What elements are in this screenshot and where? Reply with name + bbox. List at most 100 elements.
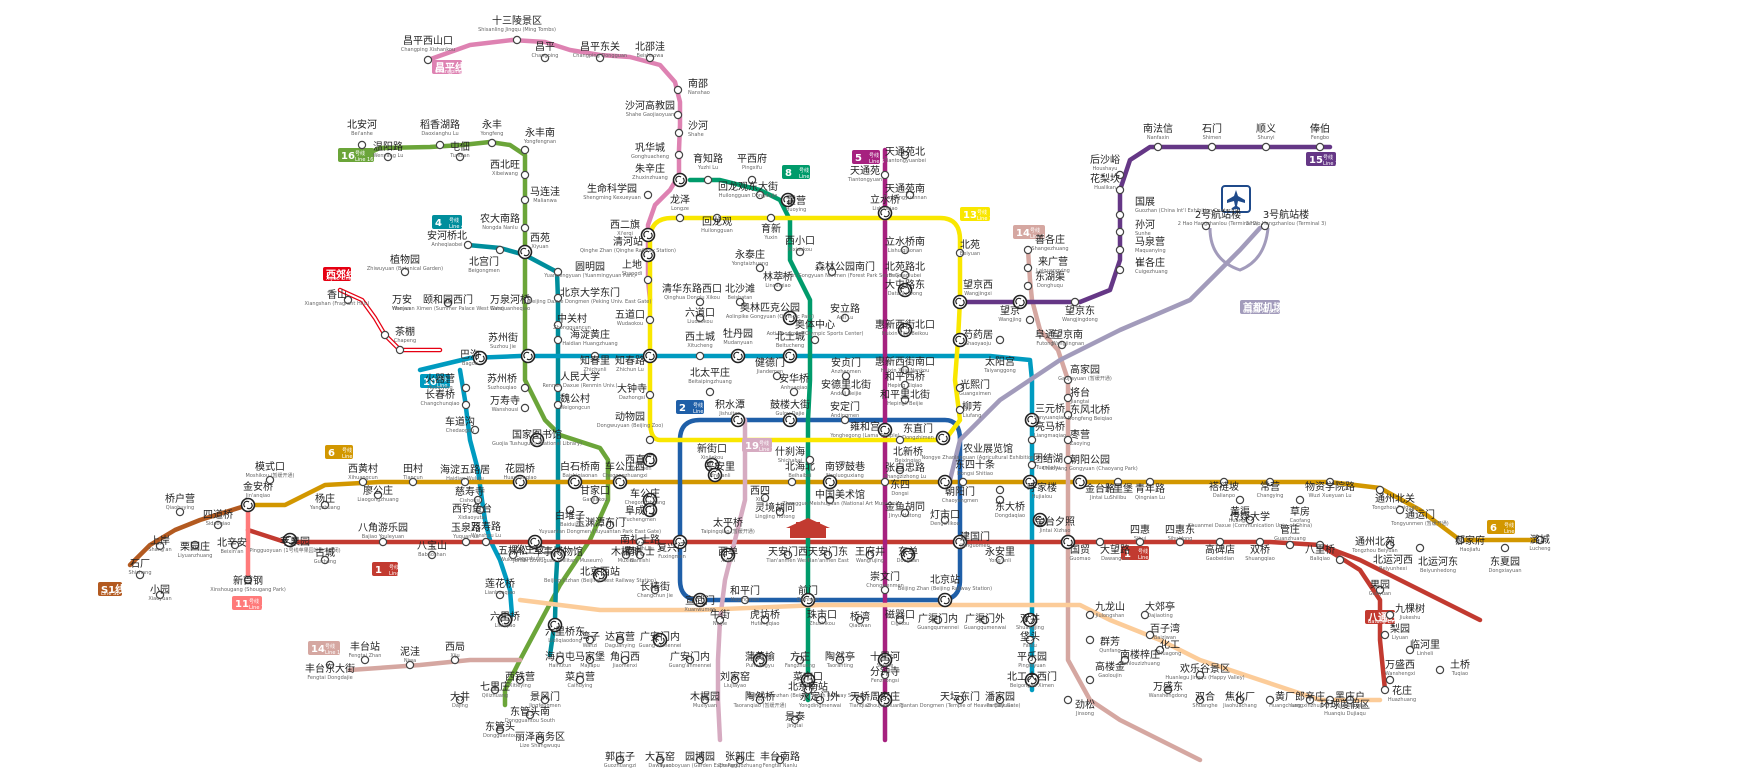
- station[interactable]: 清河站Qinghe Zhan (Qinghe Railway Station): [580, 235, 676, 263]
- station[interactable]: 高碑店Gaobeidian: [1205, 537, 1235, 562]
- station[interactable]: 六里桥东Liuliqiaodong: [545, 617, 585, 645]
- station[interactable]: 北邵洼Beishaowa: [635, 40, 665, 63]
- station[interactable]: 传媒大学Chuanmei Daxue (Communication Univ. …: [1188, 510, 1312, 529]
- station[interactable]: 知春路Zhichun Lu: [615, 348, 658, 374]
- station[interactable]: 健德门Jiandemen: [755, 356, 785, 381]
- station[interactable]: 回龙观Huilongguan: [701, 213, 733, 234]
- station[interactable]: 西小口Xixiaokou: [785, 235, 815, 257]
- station[interactable]: 永安里Yong'anli: [985, 545, 1015, 565]
- station[interactable]: 东单Dongdan: [897, 545, 920, 564]
- station[interactable]: 桥湾Qiaowan: [849, 610, 871, 629]
- station[interactable]: 灯市口Dengshikou: [930, 508, 960, 527]
- station[interactable]: 太阳宫Taiyanggong: [983, 335, 1016, 374]
- station[interactable]: 石门Shimen: [1202, 122, 1222, 152]
- station[interactable]: 龙泽Longze: [670, 193, 690, 223]
- station[interactable]: 北苑Beiyuan: [955, 238, 980, 258]
- station[interactable]: 黄渠Huangqu: [1229, 495, 1252, 524]
- station[interactable]: 古城Gucheng: [314, 546, 336, 565]
- station[interactable]: 北运河东Beiyunhedong: [1415, 543, 1458, 574]
- station[interactable]: 西钓鱼台Xidiaoyutai: [452, 502, 492, 521]
- station[interactable]: 临河里Linheli: [1405, 638, 1440, 657]
- station[interactable]: 南楼梓庄Nanlouzizhuang: [1120, 648, 1160, 667]
- station[interactable]: 四惠Sihui: [1130, 523, 1150, 547]
- station[interactable]: 天通苑南Tiantongyuannan: [882, 182, 927, 201]
- station[interactable]: 南邵Nanshao: [673, 77, 710, 96]
- station[interactable]: 果园Guoyuan: [1369, 579, 1391, 597]
- station[interactable]: 菜户营Caihuying: [565, 670, 595, 689]
- station[interactable]: 金鱼胡同Jinyu Hutong: [885, 500, 925, 519]
- station[interactable]: 马泉营Maquanying: [1115, 235, 1166, 255]
- station[interactable]: 车道沟Chedaogou: [445, 415, 480, 435]
- station[interactable]: 西北旺Xibeiwang: [490, 159, 530, 180]
- station[interactable]: 宣武门Xuanwumen: [684, 592, 716, 614]
- station[interactable]: 北工大西门Beigongda Ximen: [1007, 670, 1057, 689]
- station[interactable]: 三元桥Sanyuanqiao: [1024, 403, 1067, 428]
- station[interactable]: 圆明园Yuanmingyuan (Yuanmingyuan Park): [543, 261, 636, 279]
- station[interactable]: 丽泽商务区Lize Shangwuqu: [515, 730, 565, 749]
- station[interactable]: 海淀黄庄Haidian Huangzhuang: [553, 328, 618, 347]
- station[interactable]: 玉渊潭东门Yuyuantan Dongmen (Yuyuantan Park E…: [538, 516, 661, 535]
- station[interactable]: 善各庄Shangezhuang: [1023, 233, 1069, 255]
- station[interactable]: 国贸Guomao: [1060, 534, 1091, 563]
- station[interactable]: 甘家口Ganjiakou: [580, 484, 610, 505]
- station[interactable]: 国家图书馆Guojia Tushuguan (National Library): [492, 428, 582, 448]
- station[interactable]: 惠新西街南口Huixin Xijie Nankou: [875, 355, 935, 375]
- station[interactable]: 颐和园西门Yiheyuan Ximen (Summer Palace West …: [391, 293, 504, 312]
- station[interactable]: 昌平东关Changping Dongguan: [573, 40, 627, 63]
- station[interactable]: 西铁营Xitieying: [505, 670, 535, 689]
- station[interactable]: 阜成门Fuchengmen: [624, 502, 658, 524]
- station[interactable]: 人民大学Renmin Daxue (Renmin Univ.): [542, 370, 618, 393]
- station[interactable]: 西四Xisi: [750, 486, 770, 503]
- station[interactable]: 木樨园Muxiyuan: [690, 690, 720, 709]
- station[interactable]: 金安桥Jin'anqiao: [240, 480, 274, 513]
- station[interactable]: 花梨坎Hualikan: [1090, 172, 1125, 195]
- station[interactable]: 黄厂Huangchang: [1265, 690, 1301, 709]
- station[interactable]: 永丰Yongfeng: [480, 118, 504, 148]
- station[interactable]: 达官营Daguanying: [605, 630, 635, 649]
- station[interactable]: 3号航站楼3 Hao Hangzhanlou (Terminal 3): [1246, 208, 1326, 231]
- station[interactable]: 望京Wangjing: [998, 294, 1028, 324]
- station[interactable]: 大井Dajing: [450, 690, 470, 709]
- station[interactable]: 亮马桥Liangmaqiao: [1027, 420, 1066, 445]
- station[interactable]: 通州北苑Tongzhou Beiyuan: [1335, 535, 1398, 565]
- station[interactable]: 奥林匹克公园Aolinpike Gongyuan (Olympic Park): [726, 301, 814, 326]
- station[interactable]: 张郭庄Zhangguozhuang: [718, 750, 762, 769]
- station[interactable]: 景泰Jingtai: [785, 710, 805, 729]
- station[interactable]: 雍和宫Yonghegong (Lama Temple): [829, 420, 899, 439]
- station[interactable]: 牛街Niujie: [710, 608, 730, 627]
- station[interactable]: 北运河西Beiyunhexi: [1373, 540, 1413, 572]
- station[interactable]: 蒲黄榆Puhuangyu: [745, 650, 775, 669]
- station[interactable]: 珠市口Zhushikou: [807, 608, 837, 627]
- station[interactable]: 农业展览馆Nongye Zhanlanguan (Agricultural Ex…: [921, 442, 1055, 495]
- station[interactable]: 模式口Moshikou (暂缓开通): [246, 460, 295, 485]
- station[interactable]: 十里堡Shilibu: [1103, 477, 1133, 501]
- station[interactable]: 天通苑Tiantongyuan: [847, 164, 890, 183]
- station[interactable]: 木樨地Muxidi: [611, 545, 641, 564]
- station[interactable]: 金台路Jintai Lu: [1072, 474, 1116, 502]
- station[interactable]: 香山Xiangshan (Fragrant Hills): [305, 289, 370, 307]
- station[interactable]: 大瓦窑Dawayao: [645, 750, 675, 769]
- station[interactable]: 大钟寺Dazhongsi: [617, 382, 655, 401]
- station[interactable]: 东管头南Dongguantou South: [505, 705, 555, 724]
- station[interactable]: 建国门Jianguomen: [952, 530, 991, 550]
- station[interactable]: 立水桥Lishuiqiao: [870, 193, 900, 221]
- station[interactable]: 北京大学东门Beijing Daxue Dongmen (Peking Univ…: [529, 286, 652, 305]
- station[interactable]: 公主坟Gongzhufen: [515, 534, 545, 563]
- station[interactable]: 鼓楼大街Gulou Dajie: [770, 398, 810, 428]
- station[interactable]: 西直门Xizhimen: [625, 452, 658, 472]
- station[interactable]: 金台夕照Jintai Xizhao: [1032, 512, 1076, 535]
- station[interactable]: 牡丹园Mudanyuan: [723, 327, 753, 364]
- station[interactable]: 环球度假区Huanqiu Dujiaqu: [1320, 695, 1370, 717]
- station[interactable]: 天安门东Tian'anmen East: [806, 545, 849, 564]
- station[interactable]: 双合Shuanghe: [1192, 690, 1217, 709]
- station[interactable]: 东直门Dongzhimen: [902, 422, 951, 446]
- station[interactable]: 植物园Zhiwuyuan (Botanical Garden): [367, 253, 443, 277]
- station[interactable]: 生命科学园Shengming Kexueyuan: [583, 182, 653, 201]
- station[interactable]: 慈寿寺Cishousi: [455, 485, 485, 505]
- station[interactable]: 平乐园Pingleyuan: [1017, 651, 1047, 669]
- station[interactable]: 朝阳门Chaoyangmen: [937, 474, 979, 505]
- station[interactable]: 垡头Fatou: [1020, 630, 1040, 649]
- station[interactable]: 丰台东大街Fengtai Dongdajie: [305, 660, 355, 681]
- station[interactable]: 安河桥北Anheqiaobei: [427, 229, 473, 250]
- station[interactable]: 田村Tiancun: [402, 462, 423, 487]
